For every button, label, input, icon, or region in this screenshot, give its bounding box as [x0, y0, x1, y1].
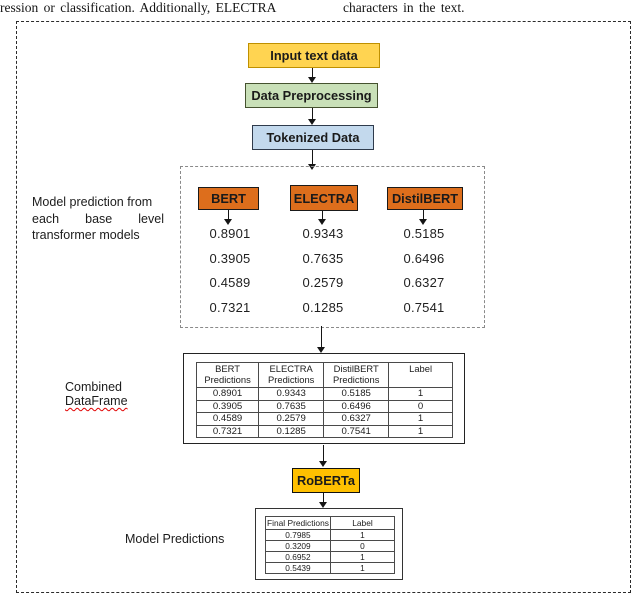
table-row: 0.7985 1: [265, 529, 396, 541]
table-cell: 0.4589: [195, 412, 260, 426]
table-cell: 0.8901: [195, 387, 260, 401]
data-preprocessing-box: Data Preprocessing: [245, 83, 378, 108]
column-header: ELECTRA Predictions: [258, 362, 325, 388]
arrow-down-icon: [419, 210, 428, 225]
arrow-down-icon: [319, 445, 328, 467]
table-cell: 0.5185: [323, 387, 390, 401]
caption-word: each: [32, 211, 60, 226]
base-models-group-border: [180, 166, 485, 328]
prediction-value: 0.1285: [302, 299, 344, 315]
bert-predictions-column: 0.8901 0.3905 0.4589 0.7321: [194, 222, 266, 320]
table-cell: 0.2579: [258, 412, 325, 426]
prediction-value: 0.4589: [209, 275, 251, 290]
distilbert-model-box: DistilBERT: [387, 187, 463, 210]
table-cell: 0: [329, 540, 396, 552]
table-cell: 1: [329, 551, 396, 563]
table-cell: 1: [388, 424, 453, 438]
column-header: BERT Predictions: [195, 362, 260, 388]
table-row: 0.5439 1: [265, 562, 396, 574]
table-cell: 0.6327: [323, 412, 390, 426]
prediction-value: 0.7321: [209, 299, 251, 315]
column-header: DistilBERT Predictions: [323, 362, 390, 388]
arrow-down-icon: [308, 68, 317, 83]
caption-line-misspelled: DataFrame: [65, 394, 128, 408]
table-row: 0.8901 0.9343 0.5185 1: [195, 387, 453, 401]
table-cell: 0.6496: [323, 399, 390, 413]
tokenized-data-box: Tokenized Data: [252, 125, 374, 150]
electra-predictions-column: 0.9343 0.7635 0.2579 0.1285: [287, 222, 359, 320]
table-header-row: Final Predictions Label: [265, 516, 396, 530]
table-row: 0.3905 0.7635 0.6496 0: [195, 399, 453, 413]
arrow-down-icon: [224, 210, 233, 225]
table-cell: 0: [388, 399, 453, 413]
prediction-value: 0.2579: [302, 275, 344, 290]
table-cell: 0.3209: [265, 540, 331, 552]
paper-body-text-left: ression or classification. Additionally,…: [0, 0, 277, 15]
column-header: Label: [388, 362, 453, 388]
arrow-down-icon: [308, 150, 317, 170]
table-cell: 1: [329, 529, 396, 541]
base-models-caption: Model prediction from each base level tr…: [32, 194, 164, 244]
caption-word: base: [85, 211, 113, 226]
table-row: 0.7321 0.1285 0.7541 1: [195, 424, 453, 438]
table-row: 0.4589 0.2579 0.6327 1: [195, 412, 453, 426]
table-cell: 1: [388, 387, 453, 401]
table-cell: 0.3905: [195, 399, 260, 413]
table-row: 0.6952 1: [265, 551, 396, 563]
combined-dataframe-caption: Combined DataFrame: [65, 380, 128, 408]
prediction-value: 0.6496: [403, 250, 445, 266]
table-cell: 0.7635: [258, 399, 325, 413]
table-cell: 1: [329, 562, 396, 574]
paper-body-text-right: characters in the text.: [343, 0, 465, 15]
prediction-value: 0.6327: [403, 275, 445, 290]
distilbert-predictions-column: 0.5185 0.6496 0.6327 0.7541: [388, 222, 460, 320]
caption-line: transformer models: [32, 228, 140, 242]
bert-model-box: BERT: [198, 187, 259, 210]
arrow-down-icon: [319, 493, 328, 508]
final-predictions-table: Final Predictions Label 0.7985 1 0.3209 …: [265, 516, 396, 574]
combined-dataframe-table: BERT Predictions ELECTRA Predictions Dis…: [195, 362, 453, 438]
prediction-value: 0.5185: [403, 226, 445, 241]
prediction-value: 0.3905: [209, 250, 251, 266]
roberta-model-box: RoBERTa: [292, 468, 360, 493]
table-cell: 0.7321: [195, 424, 260, 438]
model-predictions-caption: Model Predictions: [125, 532, 225, 546]
table-cell: 0.7541: [323, 424, 390, 438]
table-cell: 0.5439: [265, 562, 331, 574]
electra-model-box: ELECTRA: [290, 185, 358, 211]
caption-line: Model prediction from: [32, 195, 153, 209]
table-cell: 1: [388, 412, 453, 426]
column-header: Label: [329, 516, 396, 530]
table-header-row: BERT Predictions ELECTRA Predictions Dis…: [195, 362, 453, 388]
column-header: Final Predictions: [265, 516, 331, 530]
caption-line: each base level: [32, 211, 164, 228]
table-cell: 0.9343: [258, 387, 325, 401]
arrow-down-icon: [308, 108, 317, 125]
table-cell: 0.7985: [265, 529, 331, 541]
prediction-value: 0.9343: [302, 226, 344, 241]
table-row: 0.3209 0: [265, 540, 396, 552]
arrow-down-icon: [317, 326, 326, 353]
figure-outer-border: [16, 21, 631, 593]
prediction-value: 0.7635: [302, 250, 344, 266]
prediction-value: 0.8901: [209, 226, 251, 241]
caption-line: Combined: [65, 380, 122, 394]
caption-word: level: [138, 211, 164, 226]
table-cell: 0.1285: [258, 424, 325, 438]
arrow-down-icon: [318, 211, 327, 225]
prediction-value: 0.7541: [403, 299, 445, 315]
table-cell: 0.6952: [265, 551, 331, 563]
input-text-data-box: Input text data: [248, 43, 380, 68]
